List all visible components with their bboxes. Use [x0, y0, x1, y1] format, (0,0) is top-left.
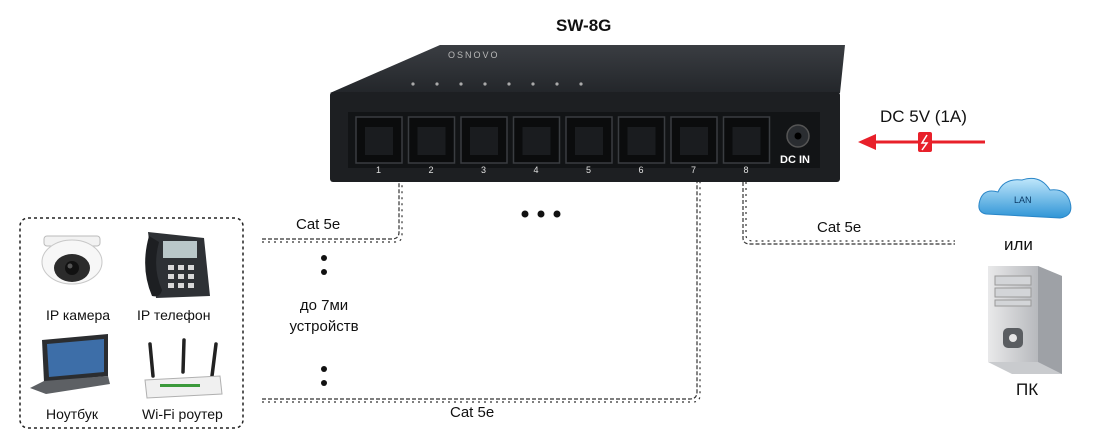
- port-number-label: 7: [691, 165, 697, 175]
- power-arrow: [858, 132, 985, 152]
- fuse-icon: [918, 132, 932, 152]
- switch-title: SW-8G: [556, 16, 612, 35]
- ellipsis-dots: [321, 210, 561, 386]
- port-number-label: 1: [376, 165, 382, 175]
- or-label: или: [1004, 235, 1033, 254]
- laptop-icon: [30, 334, 110, 394]
- lan-label: LAN: [1014, 195, 1032, 205]
- port-number-label: 8: [743, 165, 749, 175]
- cables: [262, 182, 955, 403]
- port-number-label: 5: [586, 165, 592, 175]
- device-count-note: до 7ми устройств: [289, 297, 359, 335]
- cable-label-top: Cat 5e: [296, 216, 341, 233]
- rj45-port-socket: [365, 127, 393, 155]
- rj45-port-socket: [417, 127, 446, 155]
- ip-phone-icon: [145, 232, 210, 298]
- rj45-port-socket: [470, 127, 498, 155]
- rj45-port: [460, 116, 508, 164]
- pc-tower-icon: [988, 266, 1062, 374]
- wifi-router-icon: [144, 338, 223, 399]
- rj45-port-socket: [680, 127, 708, 155]
- network-switch: [330, 45, 845, 182]
- switch-brand: OSNOVO: [448, 50, 500, 60]
- port-number-label: 2: [428, 165, 434, 175]
- dc-in-label: DC IN: [780, 154, 810, 166]
- lan-cloud-icon: [978, 177, 1072, 219]
- rj45-ports: [355, 116, 771, 164]
- device-label-laptop: Ноутбук: [46, 406, 98, 422]
- device-label-ip-phone: IP телефон: [137, 307, 211, 323]
- cable-label-bottom: Cat 5e: [450, 404, 495, 421]
- devices-box: [19, 217, 244, 429]
- rj45-port-socket: [522, 127, 551, 155]
- port-number-label: 4: [533, 165, 539, 175]
- rj45-port-socket: [627, 127, 656, 155]
- switch-top-panel: [330, 45, 845, 93]
- port-number-label: 3: [481, 165, 487, 175]
- rj45-port-socket: [732, 127, 761, 155]
- pc-label: ПК: [1016, 380, 1039, 399]
- cable-label-right: Cat 5e: [817, 219, 862, 236]
- rj45-port: [565, 116, 613, 164]
- switch-leds: [411, 82, 583, 86]
- device-label-wifi-router: Wi-Fi роутер: [142, 406, 223, 422]
- device-label-ip-camera: IP камера: [46, 307, 111, 323]
- rj45-port-socket: [575, 127, 603, 155]
- power-label: DC 5V (1A): [880, 107, 967, 126]
- port-number-label: 6: [638, 165, 644, 175]
- dome-camera-icon: [41, 235, 103, 285]
